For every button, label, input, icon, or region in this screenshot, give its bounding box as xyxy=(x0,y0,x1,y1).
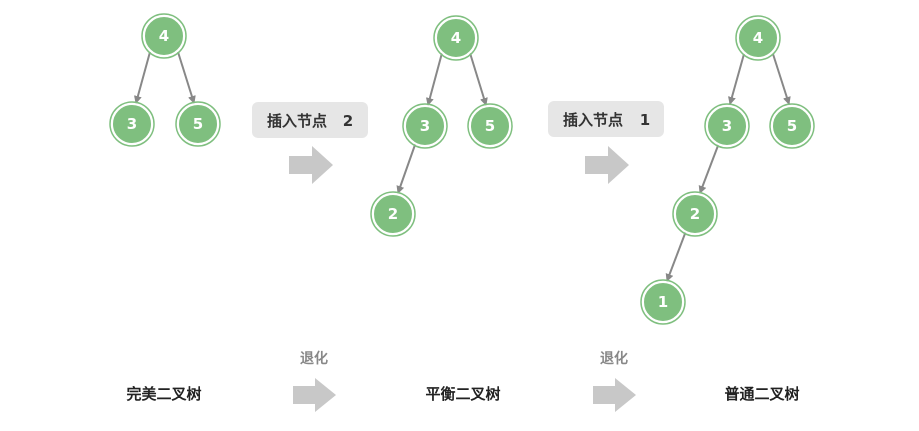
tree-balanced: 4 3 5 2 xyxy=(370,15,513,237)
tree-node: 2 xyxy=(370,191,416,237)
operation-value: 2 xyxy=(343,112,353,130)
node-value: 4 xyxy=(451,29,461,47)
operation-label: 插入节点 xyxy=(267,112,327,130)
operation-box xyxy=(252,102,368,138)
right-arrow-icon xyxy=(289,146,333,184)
node-value: 1 xyxy=(658,293,668,311)
right-arrow-icon xyxy=(293,378,336,412)
transition-label: 退化 xyxy=(600,350,628,367)
edge-3-2 xyxy=(396,141,417,194)
node-value: 4 xyxy=(159,27,169,45)
node-value: 5 xyxy=(787,117,797,135)
tree-node: 1 xyxy=(640,279,686,325)
node-value: 3 xyxy=(722,117,732,135)
operation-insert-1: 插入节点 1 xyxy=(548,101,664,184)
node-value: 2 xyxy=(690,205,700,223)
tree-node: 4 xyxy=(141,13,187,59)
tree-node: 3 xyxy=(402,103,448,149)
node-value: 3 xyxy=(420,117,430,135)
tree-label-general: 普通二叉树 xyxy=(724,385,799,403)
operation-box xyxy=(548,101,664,137)
tree-perfect: 4 3 5 xyxy=(109,13,221,147)
edge-4-3 xyxy=(425,52,443,106)
node-value: 5 xyxy=(485,117,495,135)
edge-4-3 xyxy=(133,51,151,104)
tree-node: 4 xyxy=(735,15,781,61)
tree-label-balanced: 平衡二叉树 xyxy=(425,385,500,403)
tree-node: 5 xyxy=(467,103,513,149)
edge-4-5 xyxy=(469,52,488,106)
edge-4-5 xyxy=(177,51,196,104)
tree-label-perfect: 完美二叉树 xyxy=(126,385,201,403)
operation-insert-2: 插入节点 2 xyxy=(252,102,368,184)
tree-node: 4 xyxy=(433,15,479,61)
edge-4-3 xyxy=(728,53,745,105)
tree-node: 3 xyxy=(109,101,155,147)
operation-value: 1 xyxy=(640,111,650,129)
node-value: 4 xyxy=(753,29,763,47)
node-value: 3 xyxy=(127,115,137,133)
right-arrow-icon xyxy=(585,146,629,184)
node-value: 5 xyxy=(193,115,203,133)
right-arrow-icon xyxy=(593,378,636,412)
tree-general: 4 3 5 2 1 xyxy=(640,15,815,325)
tree-node: 5 xyxy=(175,101,221,147)
edge-3-2 xyxy=(698,142,720,194)
edge-4-5 xyxy=(772,53,791,105)
operation-label: 插入节点 xyxy=(563,111,623,129)
edge-2-1 xyxy=(665,230,687,282)
transition-label: 退化 xyxy=(300,350,328,367)
tree-node: 2 xyxy=(672,191,718,237)
node-value: 2 xyxy=(388,205,398,223)
tree-node: 5 xyxy=(769,103,815,149)
tree-node: 3 xyxy=(704,103,750,149)
